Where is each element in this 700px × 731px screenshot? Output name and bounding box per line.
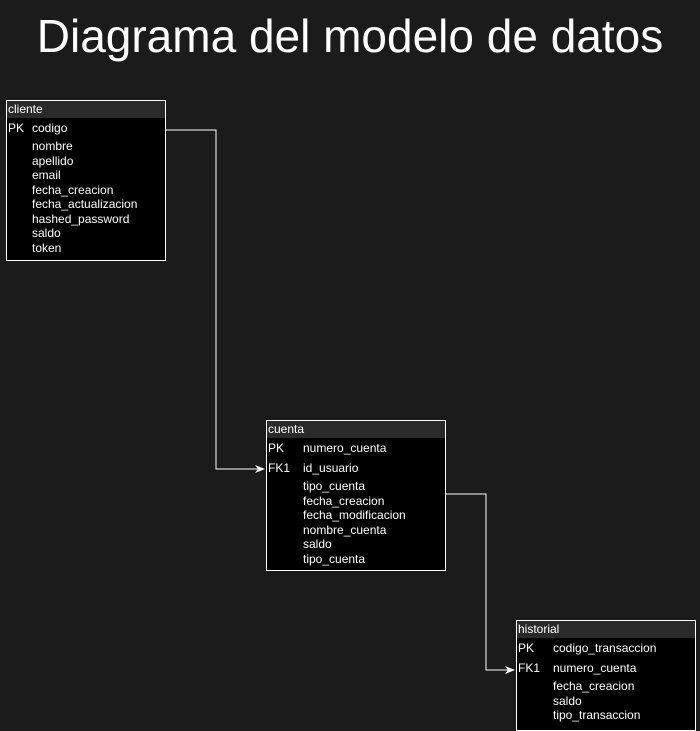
key-tag-pk: PK xyxy=(268,441,285,455)
entity-cliente-header: cliente xyxy=(7,101,165,118)
entity-cliente[interactable]: cliente PK codigo nombre apellido email … xyxy=(6,100,166,261)
entity-cuenta-header: cuenta xyxy=(267,421,445,438)
field-list: tipo_cuenta fecha_creacion fecha_modific… xyxy=(267,478,445,566)
key-tag-pk: PK xyxy=(8,121,25,135)
key-tag-fk1: FK1 xyxy=(518,661,541,675)
field: tipo_transaccion xyxy=(553,708,641,722)
entity-cuenta[interactable]: cuenta PK numero_cuenta FK1 id_usuario t… xyxy=(266,420,446,571)
key-field: numero_cuenta xyxy=(303,441,387,455)
field: token xyxy=(32,240,62,255)
field: saldo xyxy=(32,226,61,240)
field: saldo xyxy=(303,537,332,551)
key-row: FK1 numero_cuenta xyxy=(517,658,695,678)
key-row: PK numero_cuenta xyxy=(267,438,445,458)
key-field: numero_cuenta xyxy=(553,661,637,675)
field: fecha_creacion xyxy=(303,493,385,508)
key-tag-pk: PK xyxy=(518,641,535,655)
field-list: fecha_creacion saldo tipo_transaccion xyxy=(517,678,695,723)
field: fecha_creacion xyxy=(32,182,114,197)
field: apellido xyxy=(32,153,74,168)
field: saldo xyxy=(553,693,582,708)
field: nombre xyxy=(32,139,73,153)
field: nombre_cuenta xyxy=(303,522,387,537)
field: hashed_password xyxy=(32,211,130,226)
diagram-title: Diagrama del modelo de datos xyxy=(36,10,664,62)
field-list: nombre apellido email fecha_creacion fec… xyxy=(7,138,165,255)
field: tipo_cuenta xyxy=(303,479,366,493)
key-field: codigo_transaccion xyxy=(553,641,657,655)
relation-cliente-cuenta[interactable] xyxy=(166,129,265,473)
field: fecha_creacion xyxy=(553,679,635,693)
key-field: id_usuario xyxy=(303,461,359,475)
entity-historial[interactable]: historial PK codigo_transaccion FK1 nume… xyxy=(516,620,696,731)
field: tipo_cuenta xyxy=(303,551,366,566)
field: fecha_modificacion xyxy=(303,508,406,522)
entity-historial-header: historial xyxy=(517,621,695,638)
field: email xyxy=(32,168,61,182)
key-field: codigo xyxy=(32,121,68,135)
key-row: PK codigo xyxy=(7,118,165,138)
relation-cuenta-historial[interactable] xyxy=(446,493,515,674)
key-row: FK1 id_usuario xyxy=(267,458,445,478)
field: fecha_actualizacion xyxy=(32,197,138,211)
key-row: PK codigo_transaccion xyxy=(517,638,695,658)
key-tag-fk1: FK1 xyxy=(268,461,291,475)
